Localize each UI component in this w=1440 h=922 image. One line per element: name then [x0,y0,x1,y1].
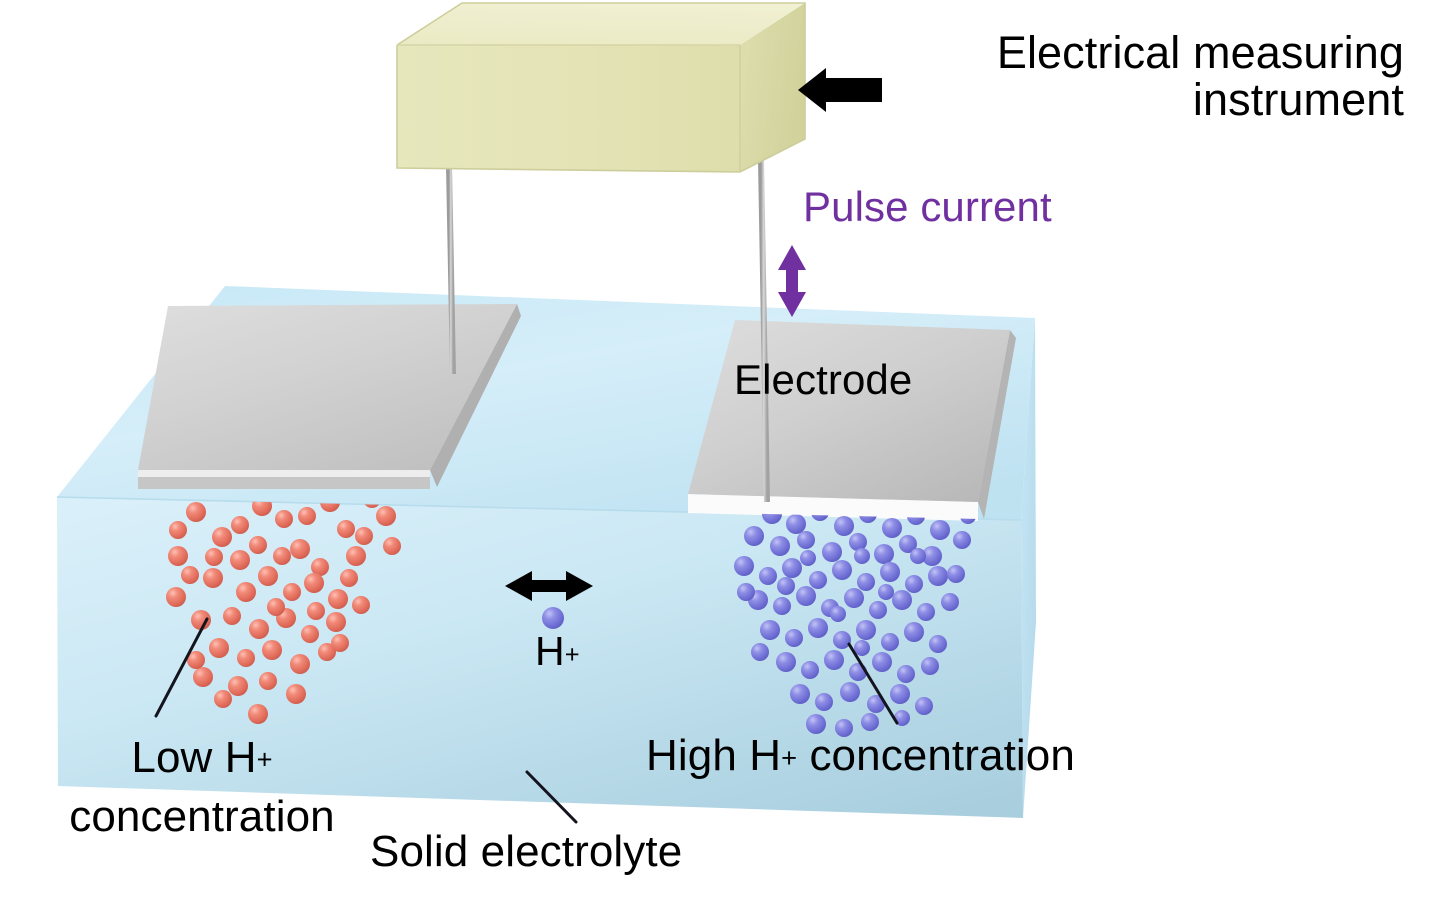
instrument-pointer-arrow [798,68,882,112]
label-low-concentration-line1: Low H [131,733,257,782]
low-concentration-leader-line [154,617,209,718]
label-hydrogen-ion: H+ [535,630,580,673]
left-electrode[interactable] [138,304,521,489]
instrument-leads [446,159,770,503]
label-high-concentration: High H+ concentration [646,733,1075,779]
label-low-concentration-line2: concentration [69,792,335,842]
right-electrode-plate [688,320,1010,502]
electrolyte-right-face [1021,318,1036,818]
right-electrode-edge-face [688,494,978,521]
label-electrical-measuring-instrument: Electrical measuring instrument [996,27,1404,125]
label-electrode: Electrode [734,356,913,403]
hplus-marker-sphere [542,607,564,629]
instrument-outline [396,2,806,173]
left-electrode-side-bevel [430,304,521,487]
right-electrode-side-bevel [978,330,1016,519]
left-lead-wire [446,165,456,375]
instrument-front-face [397,45,740,172]
label-high-concentration-pre: High H [646,731,782,780]
label-hydrogen-ion-charge: + [564,640,580,669]
label-hydrogen-ion-base: H [535,628,565,674]
label-high-concentration-charge: + [781,742,798,774]
right-electrode[interactable] [688,320,1016,521]
left-electrode-edge-highlight [138,470,430,477]
electrolyte-front-face [57,497,1023,818]
measuring-instrument-box[interactable] [396,2,806,173]
high-concentration-leader-line [847,642,899,725]
ion-diffusion-arrow [505,571,593,601]
label-pulse-current: Pulse current [803,183,1052,230]
label-low-concentration-charge: + [256,743,273,775]
label-low-concentration: Low H+ concentration [22,728,382,847]
low-concentration-ion-cloud [166,497,401,724]
instrument-top-face [397,3,805,45]
solid-electrolyte-leader-line [525,770,578,824]
left-electrode-plate [138,304,517,470]
high-concentration-ion-cloud [734,503,976,737]
right-lead-wire [758,159,770,503]
instrument-side-face [740,3,805,172]
label-solid-electrolyte: Solid electrolyte [370,827,683,876]
callout-leader-lines [154,617,899,824]
label-high-concentration-post: concentration [797,731,1075,780]
pulse-current-arrow [778,245,806,317]
